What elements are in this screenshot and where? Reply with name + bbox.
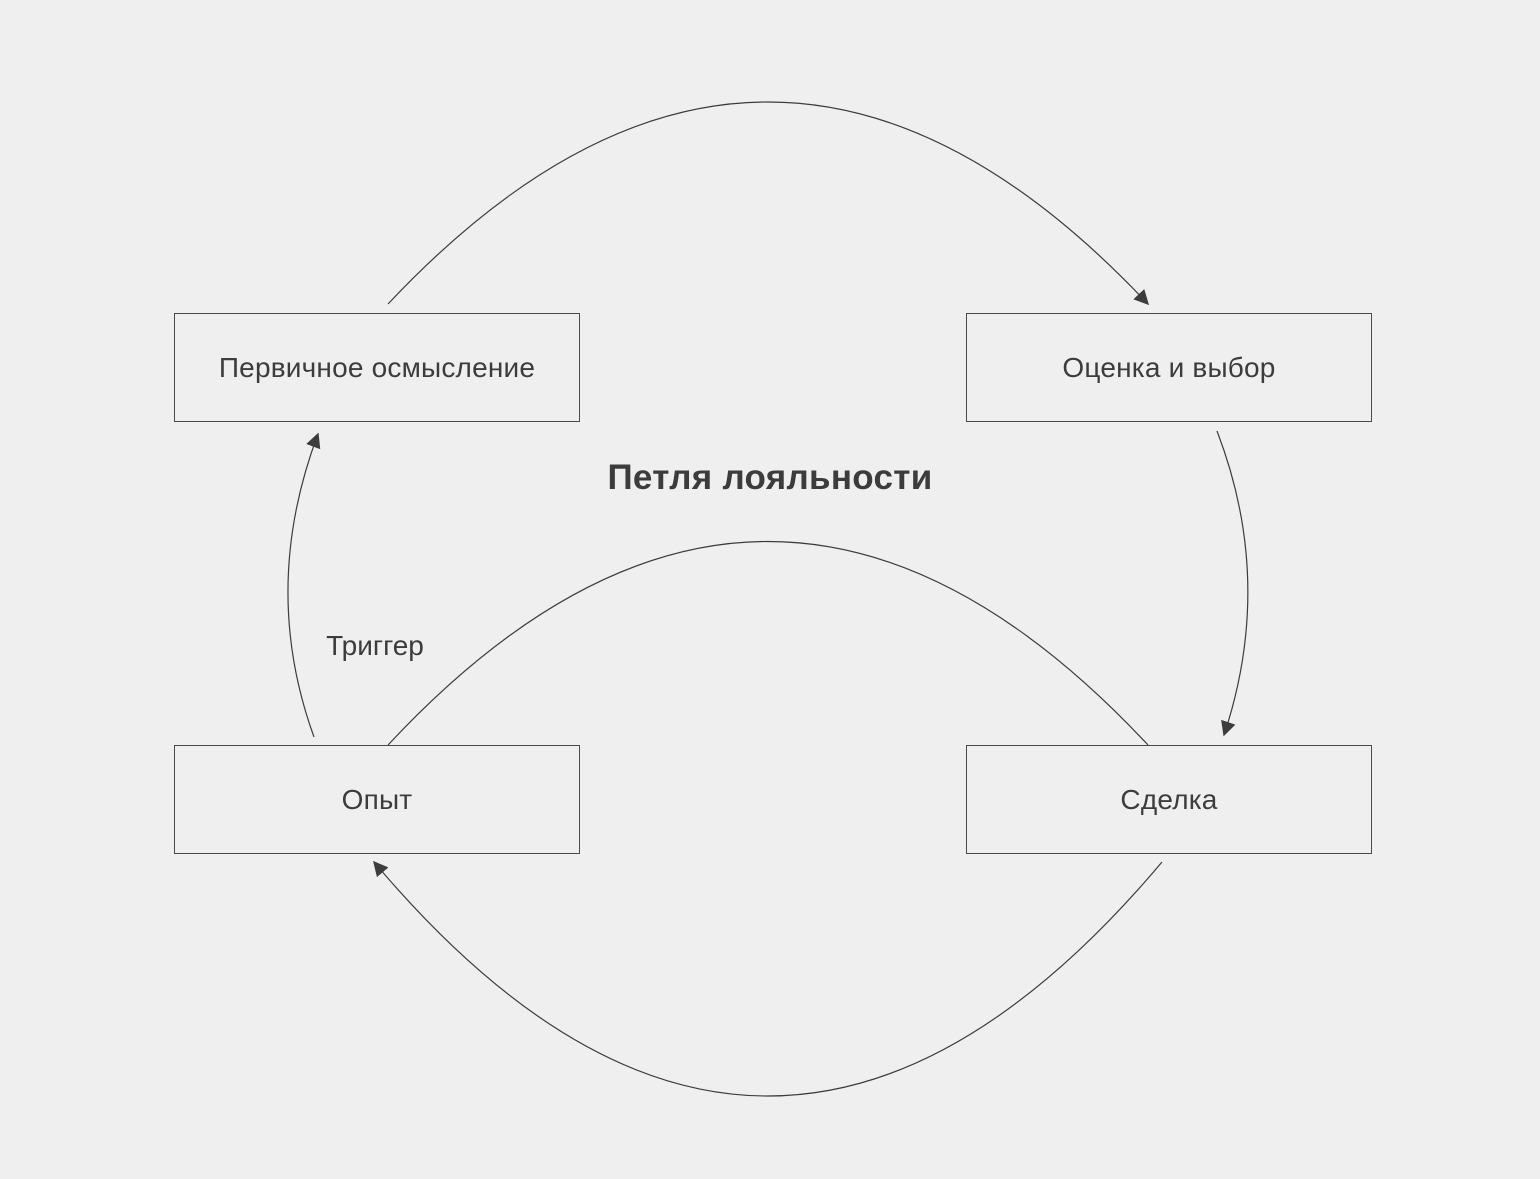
node-initial-understanding: Первичное осмысление: [174, 313, 580, 422]
edge-n1-n2: [387, 101, 1150, 306]
node-experience: Опыт: [174, 745, 580, 854]
diagram-title: Петля лояльности: [607, 458, 933, 497]
edge-label-trigger: Триггер: [326, 630, 424, 661]
node-label: Первичное осмысление: [218, 351, 536, 383]
edge-n3-n4: [373, 860, 1163, 1097]
node-label: Опыт: [341, 783, 413, 815]
edge-n2-n3: [1216, 430, 1249, 737]
edge-n4-n1: [287, 432, 321, 738]
edge-n4-n3: [387, 540, 1149, 746]
node-label: Сделка: [1120, 783, 1218, 815]
node-deal: Сделка: [966, 745, 1372, 854]
node-label: Оценка и выбор: [1062, 351, 1276, 383]
node-evaluation-choice: Оценка и выбор: [966, 313, 1372, 422]
